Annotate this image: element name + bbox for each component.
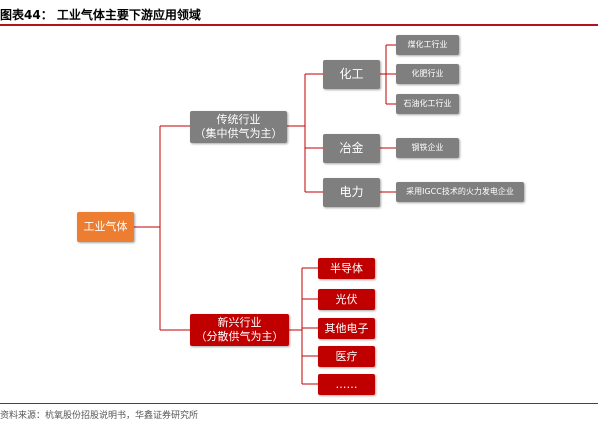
connector-chemical-leaves <box>380 44 396 105</box>
branch-traditional: 传统行业 （集中供气为主） <box>190 111 287 143</box>
branch-emerging-line1: 新兴行业 <box>217 316 262 330</box>
leaf-fertilizer-label: 化肥行业 <box>411 69 444 78</box>
connector-traditional-categories <box>287 73 323 193</box>
leaf-coal-chemical: 煤化工行业 <box>396 35 459 55</box>
leaf-petrochemical-label: 石油化工行业 <box>403 99 452 108</box>
leaf-petrochemical: 石油化工行业 <box>396 94 459 114</box>
leaf-steel-label: 钢铁企业 <box>411 143 444 152</box>
category-chemical: 化工 <box>323 60 380 89</box>
title-rule <box>0 24 598 26</box>
category-chemical-label: 化工 <box>339 67 364 81</box>
leaf-semiconductor-label: 半导体 <box>330 261 363 275</box>
root-node: 工业气体 <box>77 212 134 242</box>
leaf-fertilizer: 化肥行业 <box>396 64 459 84</box>
leaf-photovoltaic: 光伏 <box>318 289 375 310</box>
branch-emerging: 新兴行业 （分散供气为主） <box>190 314 289 346</box>
connector-emerging-leaves <box>289 267 318 385</box>
leaf-igcc-power-label: 采用IGCC技术的火力发电企业 <box>406 187 514 196</box>
leaf-ellipsis-label: …… <box>335 377 358 391</box>
figure-title: 图表44： 工业气体主要下游应用领域 <box>0 8 201 22</box>
branch-traditional-line2: （集中供气为主） <box>194 127 283 140</box>
category-power: 电力 <box>323 178 380 207</box>
leaf-medical-label: 医疗 <box>335 349 358 363</box>
category-metallurgy: 冶金 <box>323 134 380 163</box>
branch-traditional-line1: 传统行业 <box>216 113 261 127</box>
leaf-other-electronics-label: 其他电子 <box>324 321 369 335</box>
connector-root-branches <box>134 125 190 331</box>
branch-emerging-line2: （分散供气为主） <box>195 330 284 343</box>
leaf-ellipsis: …… <box>318 374 375 395</box>
leaf-igcc-power: 采用IGCC技术的火力发电企业 <box>396 182 524 202</box>
leaf-semiconductor: 半导体 <box>318 258 375 279</box>
category-power-label: 电力 <box>339 185 364 199</box>
leaf-coal-chemical-label: 煤化工行业 <box>407 40 448 49</box>
leaf-other-electronics: 其他电子 <box>318 318 375 339</box>
category-metallurgy-label: 冶金 <box>339 141 364 155</box>
leaf-photovoltaic-label: 光伏 <box>335 292 358 306</box>
bottom-rule <box>0 403 598 404</box>
root-label: 工业气体 <box>83 220 128 234</box>
leaf-steel: 钢铁企业 <box>396 138 459 158</box>
leaf-medical: 医疗 <box>318 346 375 367</box>
